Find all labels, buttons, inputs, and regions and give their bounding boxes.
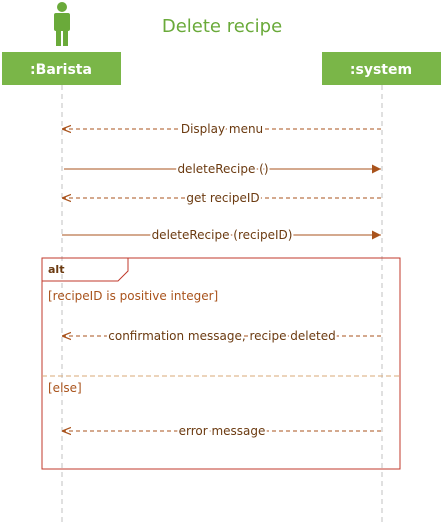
fragment-operator: alt [48,263,64,276]
message-confirmation: confirmation message, recipe deleted [62,327,381,345]
barista-header: :Barista [2,52,121,85]
guard-label: [else] [48,381,82,395]
barista-header-label: :Barista [30,62,92,78]
message-error: error message [62,422,381,440]
system-header: :system [322,52,441,85]
actor-icon [54,2,70,46]
fragment-operator-tab [41,258,129,282]
message-delete-recipe-with-id: deleteRecipe (recipeID) [62,226,381,244]
guard-label: [recipeID is positive integer] [48,289,218,303]
system-header-label: :system [350,62,412,78]
message-label: error message [179,424,266,438]
diagram-title: Delete recipe [162,16,282,37]
message-delete-recipe: deleteRecipe () [64,160,381,178]
message-label: Display menu [181,122,263,136]
alt-fragment: alt [recipeID is positive integer] confi… [41,257,401,470]
message-label: confirmation message, recipe deleted [108,329,335,343]
message-label: deleteRecipe (recipeID) [152,228,293,242]
message-get-recipe-id: get recipeID [62,189,381,207]
message-label: get recipeID [186,191,259,205]
message-display-menu: Display menu [62,120,381,138]
message-label: deleteRecipe () [177,162,268,176]
